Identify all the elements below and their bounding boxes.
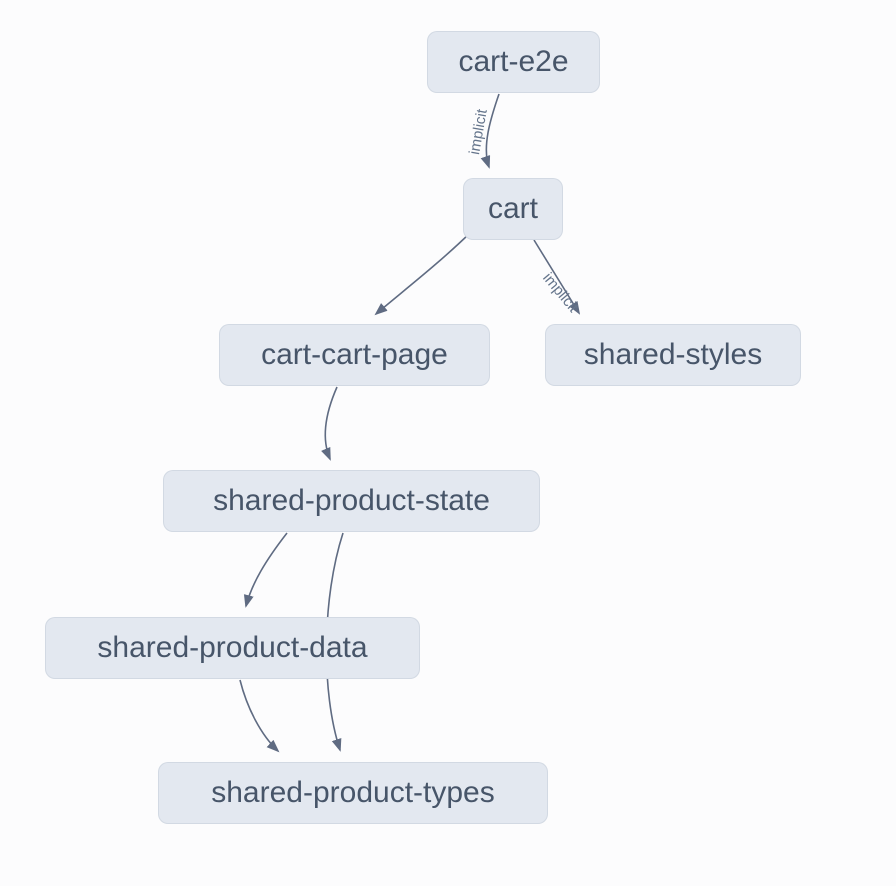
edge-label-implicit-cart-e2e-cart: implicit: [466, 107, 491, 156]
node-cart-e2e[interactable]: cart-e2e: [427, 31, 600, 93]
edge-shared-product-state-to-shared-product-data[interactable]: [243, 532, 288, 608]
node-label: cart-e2e: [458, 45, 569, 78]
edge-cart-cart-page-to-shared-product-state[interactable]: [321, 386, 338, 461]
node-label: shared-product-state: [213, 484, 490, 517]
node-label: shared-styles: [583, 338, 763, 371]
node-cart[interactable]: cart: [463, 178, 563, 240]
node-shared-styles[interactable]: shared-styles: [545, 324, 801, 386]
edge-cart-e2e-to-cart[interactable]: [480, 93, 500, 169]
edge-cart-to-shared-styles[interactable]: [533, 239, 581, 315]
node-label: shared-product-data: [97, 631, 368, 664]
node-shared-product-state[interactable]: shared-product-state: [163, 470, 540, 532]
node-shared-product-data[interactable]: shared-product-data: [45, 617, 420, 679]
node-label: cart: [487, 192, 538, 225]
edge-cart-to-cart-cart-page[interactable]: [374, 232, 471, 316]
node-label: shared-product-types: [211, 776, 495, 809]
node-label: cart-cart-page: [261, 338, 448, 371]
edge-label-implicit-cart-shared-styles: implicit: [539, 270, 582, 317]
edge-shared-product-data-to-shared-product-types[interactable]: [239, 679, 280, 753]
node-shared-product-types[interactable]: shared-product-types: [158, 762, 548, 824]
node-cart-cart-page[interactable]: cart-cart-page: [219, 324, 490, 386]
